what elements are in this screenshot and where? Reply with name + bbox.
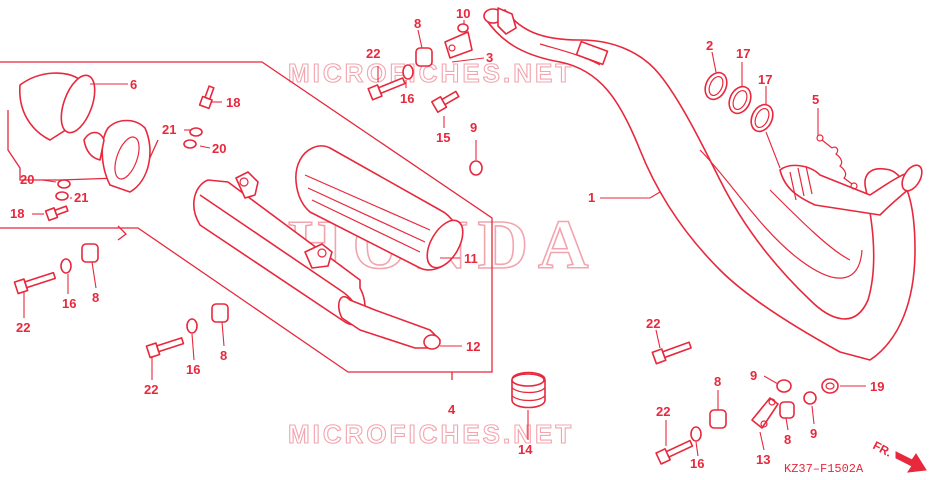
callout-15: 15 bbox=[436, 130, 450, 145]
callout-9-bottom: 9 bbox=[810, 426, 817, 441]
callout-2: 2 bbox=[706, 38, 713, 53]
diagram-code: KZ37–F1502A bbox=[784, 462, 864, 476]
callout-17-upper: 17 bbox=[736, 46, 750, 61]
callout-16-center: 16 bbox=[186, 362, 200, 377]
callout-21-lower: 21 bbox=[74, 190, 88, 205]
callout-8-left: 8 bbox=[92, 290, 99, 305]
bolts bbox=[13, 77, 694, 465]
silencer-packing bbox=[295, 145, 464, 271]
callout-18-upper: 18 bbox=[226, 95, 240, 110]
grommets bbox=[81, 47, 839, 429]
callout-1: 1 bbox=[588, 190, 595, 205]
silencer-assembly-frame bbox=[0, 61, 493, 380]
callout-4: 4 bbox=[448, 402, 456, 417]
callout-20-lower: 20 bbox=[20, 172, 34, 187]
front-direction-indicator: FR. bbox=[871, 438, 927, 473]
pipe-bracket bbox=[444, 23, 473, 59]
callout-19: 19 bbox=[870, 379, 884, 394]
exhaust-spring bbox=[816, 134, 858, 190]
callout-9-silencer: 9 bbox=[470, 120, 477, 135]
callout-3: 3 bbox=[486, 50, 493, 65]
leader-lines bbox=[23, 20, 866, 457]
callout-13: 13 bbox=[756, 452, 770, 467]
callout-20-upper: 20 bbox=[212, 141, 226, 156]
callout-8-bottom: 8 bbox=[714, 374, 721, 389]
callout-6: 6 bbox=[130, 77, 137, 92]
callout-5: 5 bbox=[812, 92, 819, 107]
callout-16-left: 16 bbox=[62, 296, 76, 311]
callout-22-bottom: 22 bbox=[656, 404, 670, 419]
stay-bracket bbox=[751, 397, 779, 429]
rubber-mount bbox=[511, 371, 546, 409]
part-callouts: 1 2 3 4 5 6 8 8 8 8 8 9 9 9 10 11 12 13 … bbox=[10, 6, 884, 471]
callout-17-lower: 17 bbox=[758, 72, 772, 87]
callout-8-center: 8 bbox=[220, 348, 227, 363]
callout-18-lower: 18 bbox=[10, 206, 24, 221]
callout-8-bracket: 8 bbox=[784, 432, 791, 447]
gaskets bbox=[704, 71, 774, 133]
exhaust-pipe bbox=[483, 7, 923, 361]
callout-14: 14 bbox=[518, 442, 533, 457]
callout-21-upper: 21 bbox=[162, 122, 176, 137]
callout-12: 12 bbox=[466, 339, 480, 354]
callout-22-center: 22 bbox=[144, 382, 158, 397]
callout-22-top: 22 bbox=[366, 46, 380, 61]
callout-11: 11 bbox=[464, 251, 478, 266]
callout-8-top: 8 bbox=[414, 16, 421, 31]
watermark-site-bottom: MICROFICHES.NET bbox=[288, 419, 574, 449]
silencer-body bbox=[193, 171, 441, 350]
front-label: FR. bbox=[871, 438, 895, 459]
silencer-end-cap bbox=[19, 72, 151, 193]
callout-9-bracket: 9 bbox=[750, 368, 757, 383]
callout-16-bottom: 16 bbox=[690, 456, 704, 471]
callout-22-right: 22 bbox=[646, 316, 660, 331]
washers bbox=[55, 64, 702, 442]
callout-10: 10 bbox=[456, 6, 470, 21]
callout-22-left: 22 bbox=[16, 320, 30, 335]
front-arrow-icon bbox=[895, 451, 927, 473]
callout-16-top: 16 bbox=[400, 91, 414, 106]
